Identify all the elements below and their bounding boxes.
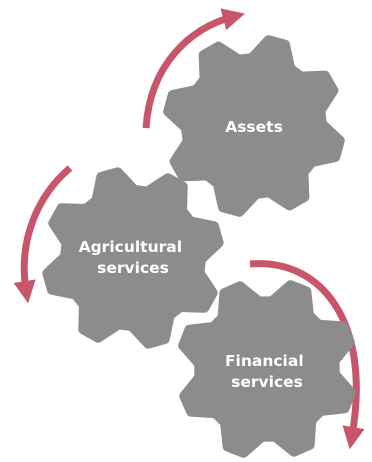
curved-arrow-icon [249,260,365,450]
gear-label-line: Assets [225,118,283,136]
gear-financial-services: Financial services [178,280,356,458]
curved-arrow-icon [13,165,73,304]
gear-label-assets: Assets [225,118,283,136]
gear-icon [42,167,224,349]
gear-label-financial-services: Financial services [225,352,309,391]
arrows-layer [13,8,365,450]
gear-label-line: services [97,259,169,277]
gear-icon [163,35,345,217]
gear-label-line: services [231,373,303,391]
gear-agricultural-services: Agricultural services [42,167,224,349]
gear-icon [178,280,356,458]
gear-assets: Assets [163,35,345,217]
gear-label-agricultural-services: Agricultural services [79,238,188,277]
curved-arrow-icon [142,8,245,129]
gear-label-line: Agricultural [79,238,182,256]
gear-label-line: Financial [225,352,304,370]
